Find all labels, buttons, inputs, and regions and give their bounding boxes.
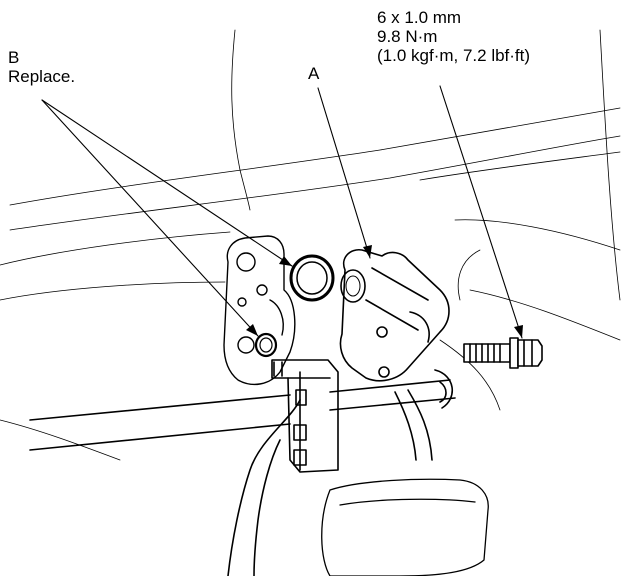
- electrical-connector: [271, 359, 339, 473]
- arrowhead-a: [363, 245, 372, 258]
- arrowhead-torque: [514, 325, 523, 338]
- leader-a: [317, 87, 371, 259]
- callout-a-letter: A: [308, 64, 320, 83]
- arrowhead-b-upper: [279, 256, 292, 266]
- body-panel-lines: [0, 29, 621, 461]
- leader-b-upper: [41, 99, 293, 267]
- torque-nm: 9.8 N·m: [377, 27, 438, 46]
- leader-torque: [439, 85, 523, 339]
- mounting-bracket: [223, 235, 296, 386]
- callout-b: B Replace.: [8, 48, 75, 86]
- leader-b-lower: [41, 99, 259, 337]
- torque-alt-units: (1.0 kgf·m, 7.2 lbf·ft): [377, 46, 531, 65]
- callout-b-letter: B: [8, 48, 20, 67]
- bolt: [463, 337, 543, 369]
- o-ring-upper: [289, 254, 335, 302]
- o-ring-lower: [254, 332, 278, 358]
- pipe-joint: [339, 248, 450, 382]
- bolt-size: 6 x 1.0 mm: [377, 8, 462, 27]
- callout-b-note: Replace.: [8, 67, 76, 86]
- arrowheads: [246, 245, 523, 338]
- torque-spec: 6 x 1.0 mm 9.8 N·m (1.0 kgf·m, 7.2 lbf·f…: [377, 8, 530, 65]
- lower-body-piece: [321, 478, 489, 576]
- leader-lines: [41, 85, 523, 339]
- arrowhead-b-lower: [246, 324, 258, 336]
- refrigerant-pipes: [29, 369, 456, 576]
